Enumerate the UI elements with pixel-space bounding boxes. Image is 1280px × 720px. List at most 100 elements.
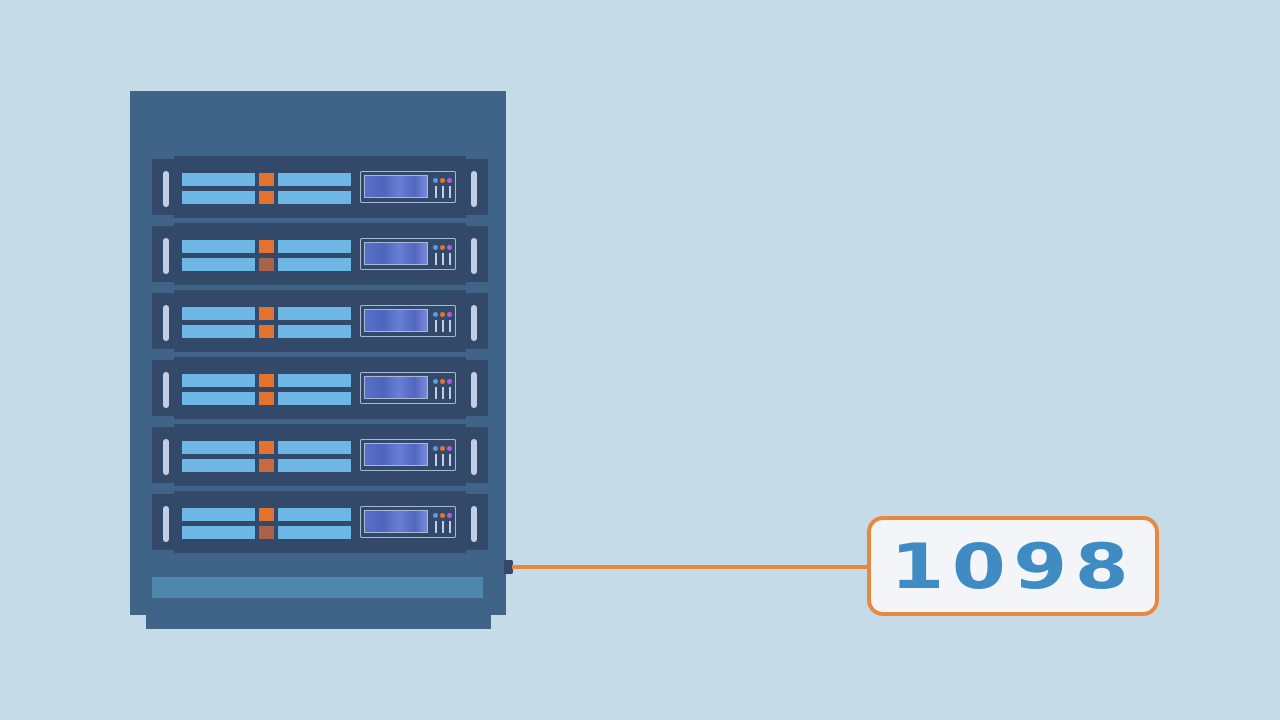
- drive-bar: [182, 258, 255, 271]
- unit-display-panel: [360, 506, 456, 538]
- slider-tick: [442, 186, 444, 198]
- right-handle-icon: [471, 171, 477, 207]
- right-handle-icon: [471, 305, 477, 341]
- indicator-dot-icon: [447, 178, 452, 183]
- slider-tick: [442, 454, 444, 466]
- drive-bar: [278, 441, 351, 454]
- counter-box: 1098: [867, 516, 1159, 616]
- left-handle-icon: [163, 238, 169, 274]
- drive-bar: [278, 526, 351, 539]
- right-handle-icon: [471, 238, 477, 274]
- drive-bar: [182, 392, 255, 405]
- server-unit-5: [152, 424, 488, 486]
- server-unit-1: [152, 156, 488, 218]
- server-unit-3: [152, 290, 488, 352]
- left-handle-icon: [163, 506, 169, 542]
- drive-bar: [182, 459, 255, 472]
- lcd-screen: [364, 242, 428, 265]
- slider-tick: [442, 521, 444, 533]
- unit-display-panel: [360, 238, 456, 270]
- server-unit-6: [152, 491, 488, 553]
- indicator-dot-icon: [433, 178, 438, 183]
- status-led: [259, 191, 274, 204]
- indicator-dot-icon: [447, 245, 452, 250]
- slider-tick: [435, 186, 437, 198]
- unit-display-panel: [360, 372, 456, 404]
- cable-port: [504, 560, 513, 574]
- lcd-screen: [364, 309, 428, 332]
- server-unit-4: [152, 357, 488, 419]
- right-handle-icon: [471, 372, 477, 408]
- network-cable: [512, 565, 870, 569]
- status-led: [259, 173, 274, 186]
- drive-bar: [182, 508, 255, 521]
- drive-bar: [182, 325, 255, 338]
- indicator-dot-icon: [440, 178, 445, 183]
- drive-bar: [278, 258, 351, 271]
- unit-display-panel: [360, 171, 456, 203]
- slider-tick: [435, 521, 437, 533]
- server-rack: [130, 91, 506, 615]
- lcd-screen: [364, 510, 428, 533]
- lcd-screen: [364, 175, 428, 198]
- slider-tick: [449, 387, 451, 399]
- indicator-dot-icon: [440, 446, 445, 451]
- status-led: [259, 258, 274, 271]
- drive-bar: [278, 374, 351, 387]
- drive-bar: [182, 240, 255, 253]
- slider-tick: [435, 454, 437, 466]
- right-handle-icon: [471, 506, 477, 542]
- left-handle-icon: [163, 305, 169, 341]
- drive-bar: [182, 374, 255, 387]
- left-handle-icon: [163, 171, 169, 207]
- drive-bar: [182, 441, 255, 454]
- slider-tick: [435, 253, 437, 265]
- slider-tick: [449, 320, 451, 332]
- slider-tick: [449, 454, 451, 466]
- status-led: [259, 459, 274, 472]
- unit-display-panel: [360, 305, 456, 337]
- drive-bar: [278, 392, 351, 405]
- drive-bar: [182, 191, 255, 204]
- slider-tick: [449, 186, 451, 198]
- status-led: [259, 240, 274, 253]
- rack-base: [146, 615, 491, 629]
- right-handle-icon: [471, 439, 477, 475]
- drive-bar: [278, 459, 351, 472]
- indicator-dot-icon: [447, 513, 452, 518]
- status-led: [259, 325, 274, 338]
- drive-bar: [278, 173, 351, 186]
- drive-bar: [278, 508, 351, 521]
- status-led: [259, 374, 274, 387]
- left-handle-icon: [163, 372, 169, 408]
- slider-tick: [442, 387, 444, 399]
- rack-bottom-tray: [152, 577, 483, 598]
- indicator-dot-icon: [440, 245, 445, 250]
- drive-bar: [278, 240, 351, 253]
- status-led: [259, 508, 274, 521]
- status-led: [259, 441, 274, 454]
- indicator-dot-icon: [440, 312, 445, 317]
- slider-tick: [449, 521, 451, 533]
- lcd-screen: [364, 376, 428, 399]
- drive-bar: [278, 307, 351, 320]
- indicator-dot-icon: [447, 312, 452, 317]
- lcd-screen: [364, 443, 428, 466]
- indicator-dot-icon: [433, 379, 438, 384]
- status-led: [259, 526, 274, 539]
- drive-bar: [278, 191, 351, 204]
- indicator-dot-icon: [447, 379, 452, 384]
- indicator-dot-icon: [440, 379, 445, 384]
- slider-tick: [435, 387, 437, 399]
- left-handle-icon: [163, 439, 169, 475]
- slider-tick: [442, 320, 444, 332]
- indicator-dot-icon: [433, 513, 438, 518]
- drive-bar: [182, 173, 255, 186]
- indicator-dot-icon: [440, 513, 445, 518]
- indicator-dot-icon: [433, 312, 438, 317]
- drive-bar: [278, 325, 351, 338]
- slider-tick: [442, 253, 444, 265]
- slider-tick: [435, 320, 437, 332]
- indicator-dot-icon: [433, 446, 438, 451]
- drive-bar: [182, 307, 255, 320]
